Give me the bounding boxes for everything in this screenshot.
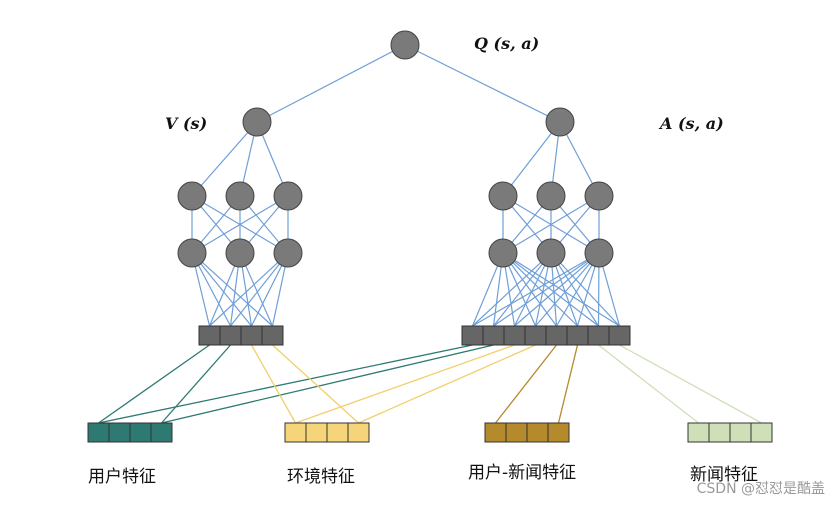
feature-label-env: 环境特征 [287,467,355,487]
edge [535,252,600,327]
edge [98,344,473,424]
edge [191,121,258,197]
edge [358,344,536,424]
edge [191,252,252,327]
edge [493,252,552,327]
v-hidden1-node [273,181,303,211]
edge [404,44,561,123]
a-hidden2-node [584,238,614,268]
edge [502,252,599,327]
feature-cell-usernews [484,422,507,443]
a-hidden1-node [584,181,614,211]
feature-cell-news [708,422,731,443]
a-hidden2-node [488,238,518,268]
edge [98,344,210,424]
edge [502,121,561,197]
feature-cell-news [729,422,752,443]
feature-cell-env [326,422,349,443]
a-hidden1-node [488,181,518,211]
feature-cell-user [108,422,131,443]
feature-cell-usernews [505,422,528,443]
edge [557,344,579,424]
embedding-cell-v [198,325,221,346]
feature-cell-env [347,422,370,443]
edge [272,344,359,424]
watermark: CSDN @怼怼是酷盖 [696,481,825,497]
edge [191,252,273,327]
v-node [242,107,272,137]
embedding-cell-v [240,325,263,346]
edge [502,195,600,254]
edge [514,252,600,327]
q-node [390,30,420,60]
q-label: Q (s, a) [474,34,540,53]
edge [493,252,600,327]
edge [161,344,494,424]
embedding-cell-a [524,325,547,346]
feature-label-usernews: 用户-新闻特征 [468,463,577,483]
feature-cell-env [284,422,307,443]
a-hidden2-node [536,238,566,268]
feature-cell-user [150,422,173,443]
embedding-cell-a [503,325,526,346]
a-hidden1-node [536,181,566,211]
embedding-cell-v [261,325,284,346]
feature-cell-user [129,422,152,443]
edge [295,344,515,424]
edge [550,252,620,327]
edge [256,44,406,123]
embedding-cell-v [219,325,242,346]
v-hidden2-node [225,238,255,268]
feature-cell-usernews [547,422,570,443]
edge [619,344,762,424]
feature-cell-env [305,422,328,443]
embedding-blocks [87,325,773,443]
feature-connections [98,344,762,424]
edge [550,252,600,327]
edge [598,344,699,424]
embedding-cell-a [566,325,589,346]
feature-cell-usernews [526,422,549,443]
embedding-cell-a [608,325,631,346]
embedding-cell-a [545,325,568,346]
feature-cell-news [687,422,710,443]
embedding-cell-a [482,325,505,346]
neurons [177,30,614,268]
feature-label-user: 用户特征 [88,467,156,487]
feature-label-news: 新闻特征 [690,465,758,485]
edge [161,344,231,424]
v-label: V (s) [165,114,208,133]
v-hidden2-node [177,238,207,268]
embedding-cell-a [461,325,484,346]
edge [230,252,289,327]
a-label: A (s, a) [660,114,724,133]
edge [502,252,557,327]
edge [502,252,578,327]
edge [209,252,289,327]
v-hidden1-node [177,181,207,211]
edge [472,252,600,327]
a-node [545,107,575,137]
edge [250,344,297,424]
v-hidden2-node [273,238,303,268]
v-hidden1-node [225,181,255,211]
edge [494,344,558,424]
feature-cell-news [750,422,773,443]
edge [472,252,552,327]
edge [502,252,620,327]
feature-cell-user [87,422,110,443]
edge [191,195,289,254]
embedding-cell-a [587,325,610,346]
